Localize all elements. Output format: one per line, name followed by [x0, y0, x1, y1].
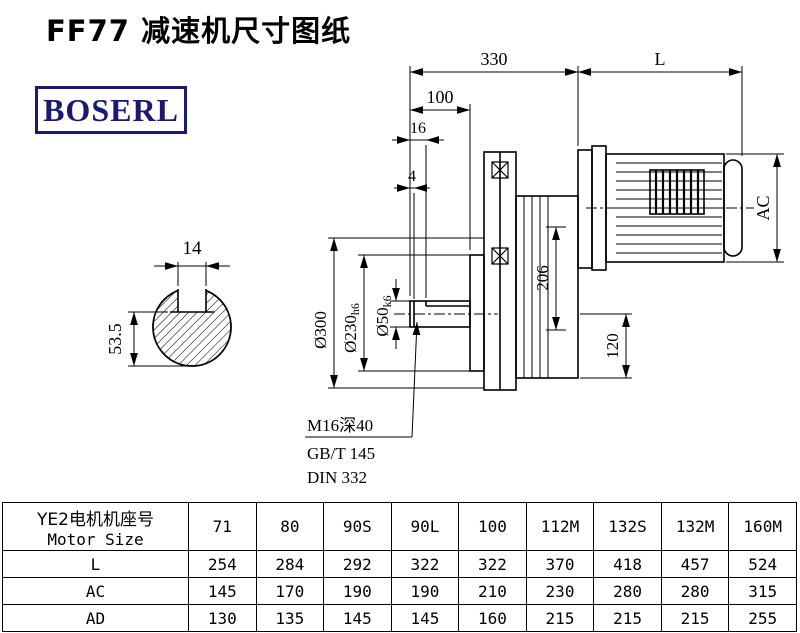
column-header: 80: [255, 502, 325, 551]
table-cell: 254: [188, 550, 257, 578]
table-cell: 145: [390, 604, 460, 632]
table-cell: 280: [593, 577, 662, 605]
dimension-lines: [128, 66, 784, 438]
row-label: L: [2, 550, 189, 578]
table-cell: 145: [188, 577, 257, 605]
table-cell: 215: [525, 604, 595, 632]
note-tap-hole: M16深40: [307, 416, 373, 435]
table-cell: 170: [255, 577, 325, 605]
table-cell: 215: [593, 604, 662, 632]
table-cell: 322: [458, 550, 527, 578]
table-cell: 160: [458, 604, 527, 632]
note-din-standard: DIN 332: [307, 468, 367, 487]
logo-text: BOSERL: [43, 92, 179, 128]
column-header: 160M: [728, 502, 797, 551]
dim-53-5: 53.5: [105, 323, 125, 355]
row-label: AD: [2, 604, 189, 632]
table-cell: 145: [323, 604, 392, 632]
column-header: 100: [458, 502, 527, 551]
table-cell: 315: [728, 577, 797, 605]
page-title: FF77 减速机尺寸图纸: [46, 14, 352, 48]
dim-14: 14: [183, 238, 203, 259]
dia-50-base: Ø50: [373, 307, 392, 336]
bolt-hole-top: [491, 161, 509, 179]
table-cell: 230: [525, 577, 595, 605]
dim-120: 120: [603, 333, 622, 359]
dim-206: 206: [533, 265, 552, 291]
table-cell: 130: [188, 604, 257, 632]
table-cell: 255: [728, 604, 797, 632]
header-label-cn: YE2电机机座号: [37, 509, 154, 530]
dia-300: Ø300: [311, 311, 330, 349]
column-header: 71: [188, 502, 257, 551]
dim-L: L: [655, 49, 666, 69]
keyway-slot: [178, 287, 206, 312]
table-cell: 190: [390, 577, 460, 605]
column-header: 90S: [323, 502, 392, 551]
flange-spigot: [469, 254, 485, 372]
table-cell: 215: [660, 604, 730, 632]
dia-50k6: Ø50k6: [373, 295, 394, 336]
bolt-hole-bottom: [491, 247, 509, 265]
table-row-AD: AD 130 135 145 145 160 215 215 215 255: [2, 604, 797, 632]
note-gb-standard: GB/T 145: [307, 444, 375, 463]
column-header: 132M: [660, 502, 730, 551]
dim-100: 100: [427, 87, 454, 107]
table-header-row: YE2电机机座号 Motor Size 71 80 90S 90L 100 11…: [2, 502, 797, 551]
table-cell: 280: [660, 577, 730, 605]
gearbox-outline: [409, 145, 743, 391]
dim-4: 4: [408, 168, 416, 185]
centerlines: [394, 207, 754, 315]
table-cell: 322: [390, 550, 460, 578]
dim-AC: AC: [753, 195, 773, 220]
column-header: 132S: [593, 502, 662, 551]
motor-adapter: [577, 149, 593, 269]
table-cell: 292: [323, 550, 392, 578]
table-cell: 457: [660, 550, 730, 578]
motor-size-header: YE2电机机座号 Motor Size: [2, 502, 189, 551]
dim-330: 330: [481, 49, 508, 69]
table-cell: 284: [255, 550, 325, 578]
column-header: 90L: [390, 502, 460, 551]
gear-housing: [515, 195, 579, 379]
table-row-L: L 254 284 292 322 322 370 418 457 524: [2, 550, 797, 578]
header-label-en: Motor Size: [47, 529, 144, 549]
dimension-table: YE2电机机座号 Motor Size 71 80 90S 90L 100 11…: [2, 502, 797, 632]
table-cell: 370: [525, 550, 595, 578]
table-cell: 210: [458, 577, 527, 605]
boserl-logo: BOSERL: [35, 86, 187, 134]
row-label: AC: [2, 577, 189, 605]
table-cell: 418: [593, 550, 662, 578]
dim-16: 16: [410, 120, 426, 137]
table-cell: 524: [728, 550, 797, 578]
column-header: 112M: [525, 502, 595, 551]
shaft-section-view: [152, 287, 232, 367]
dia-50-tol: k6: [380, 295, 394, 307]
dimension-drawing: 330 L 100 16 4 AC 206 120 Ø300 Ø230h6 Ø5…: [105, 49, 784, 487]
table-cell: 190: [323, 577, 392, 605]
dia-230h6: Ø230h6: [341, 303, 362, 353]
dia-230-base: Ø230: [341, 315, 360, 353]
table-cell: 135: [255, 604, 325, 632]
table-row-AC: AC 145 170 190 190 210 230 280 280 315: [2, 577, 797, 605]
dia-230-tol: h6: [348, 303, 362, 315]
